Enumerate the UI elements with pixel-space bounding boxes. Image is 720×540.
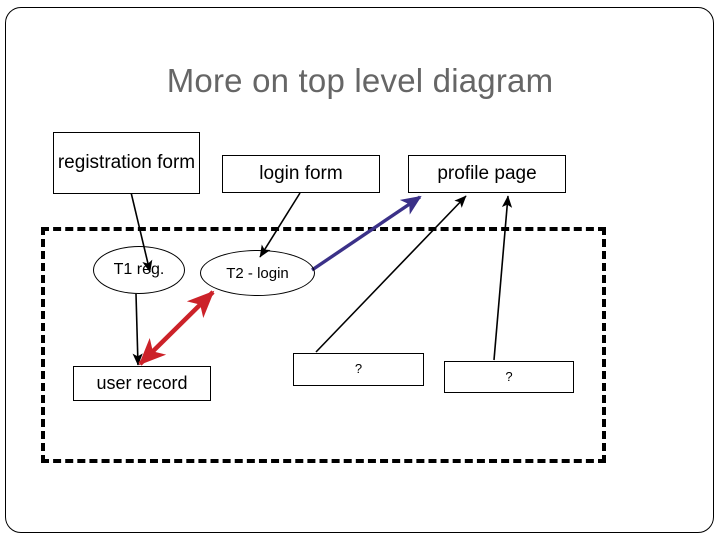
node-login-form-label: login form [259, 163, 343, 185]
node-user-record[interactable]: user record [73, 366, 211, 401]
node-t2-login[interactable]: T2 - login [200, 250, 315, 296]
node-t2-login-label: T2 - login [226, 264, 289, 282]
node-question-box-1[interactable]: ? [293, 353, 424, 386]
node-profile-page[interactable]: profile page [408, 155, 566, 193]
node-question-box-2-label: ? [505, 368, 513, 384]
slide-frame-border [5, 7, 714, 533]
page-title: More on top level diagram [166, 62, 554, 99]
node-t1-reg-label: T1 reg. [113, 261, 165, 278]
node-profile-page-label: profile page [437, 163, 537, 185]
node-question-box-1-label: ? [354, 361, 363, 377]
node-registration-form[interactable]: registration form [53, 132, 200, 194]
node-registration-form-label: registration form [57, 152, 196, 174]
node-question-box-2[interactable]: ? [444, 361, 574, 393]
node-t1-reg[interactable]: T1 reg. [93, 246, 185, 294]
node-user-record-label: user record [96, 373, 188, 394]
node-login-form[interactable]: login form [222, 155, 380, 193]
